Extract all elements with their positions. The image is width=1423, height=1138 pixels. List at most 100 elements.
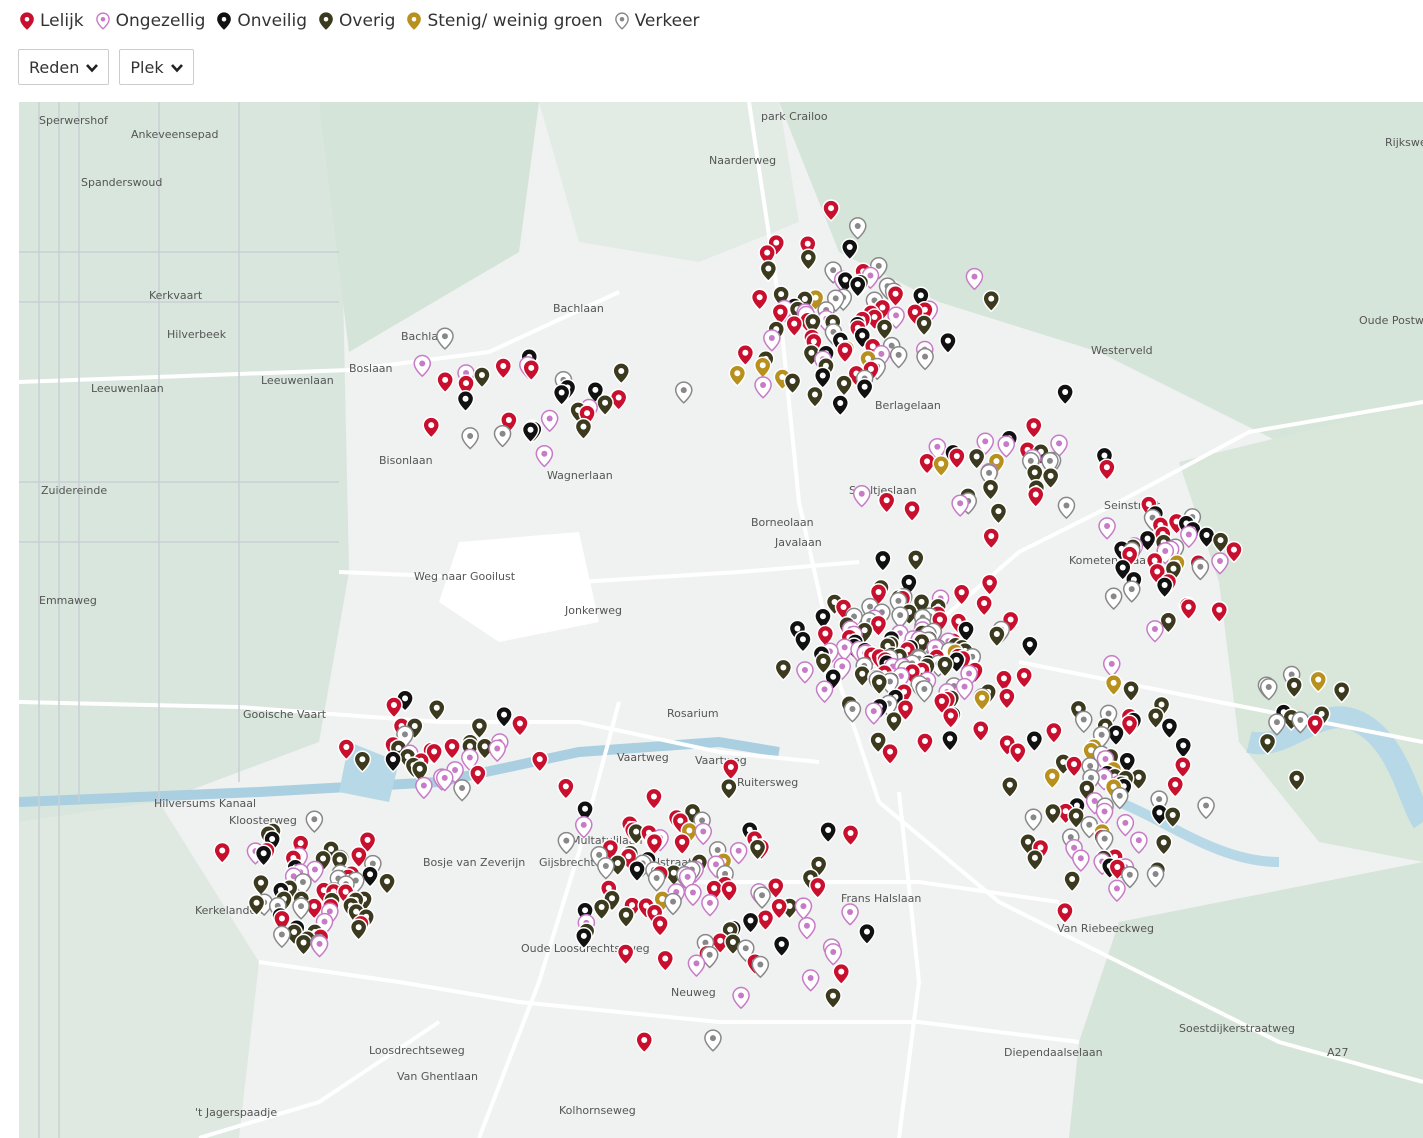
- map-marker[interactable]: [989, 502, 1008, 525]
- map-marker[interactable]: [1146, 706, 1165, 730]
- map-marker[interactable]: [1107, 724, 1125, 747]
- map-marker[interactable]: [1015, 666, 1033, 689]
- map-marker[interactable]: [1021, 635, 1039, 658]
- map-marker[interactable]: [759, 259, 778, 283]
- map-marker[interactable]: [982, 527, 1001, 550]
- map-marker[interactable]: [1056, 383, 1074, 406]
- map-marker[interactable]: [801, 969, 820, 992]
- map-marker[interactable]: [592, 898, 611, 921]
- map-marker[interactable]: [982, 289, 1001, 313]
- map-marker[interactable]: [1154, 833, 1173, 856]
- map-marker[interactable]: [955, 677, 974, 701]
- map-marker[interactable]: [694, 822, 713, 846]
- map-marker[interactable]: [720, 880, 738, 903]
- map-marker[interactable]: [928, 437, 947, 461]
- map-marker[interactable]: [511, 714, 529, 737]
- map-marker[interactable]: [724, 933, 742, 956]
- map-marker[interactable]: [858, 922, 876, 946]
- map-marker[interactable]: [687, 954, 706, 977]
- map-marker[interactable]: [1191, 557, 1210, 581]
- legend-item-0[interactable]: Lelijk: [20, 11, 84, 31]
- map-marker[interactable]: [885, 710, 903, 734]
- map-marker[interactable]: [848, 275, 867, 298]
- map-marker[interactable]: [939, 331, 957, 355]
- map-marker[interactable]: [213, 841, 232, 865]
- map-marker[interactable]: [1268, 713, 1286, 736]
- map-marker[interactable]: [664, 892, 682, 916]
- map-marker[interactable]: [808, 876, 827, 900]
- map-marker[interactable]: [1287, 769, 1306, 792]
- map-marker[interactable]: [1026, 848, 1044, 872]
- map-marker[interactable]: [916, 732, 934, 755]
- map-marker[interactable]: [720, 777, 738, 801]
- map-marker[interactable]: [1121, 865, 1139, 889]
- map-marker[interactable]: [576, 799, 594, 823]
- map-marker[interactable]: [1116, 814, 1135, 837]
- map-marker[interactable]: [1026, 485, 1045, 509]
- map-marker[interactable]: [981, 478, 1000, 501]
- map-marker[interactable]: [965, 267, 984, 291]
- map-marker[interactable]: [794, 630, 812, 653]
- map-marker[interactable]: [1104, 674, 1123, 697]
- legend-item-5[interactable]: Verkeer: [614, 11, 700, 31]
- map-marker[interactable]: [881, 742, 899, 766]
- plek-filter-button[interactable]: Plek: [119, 49, 194, 85]
- map-marker[interactable]: [903, 499, 921, 523]
- map-marker[interactable]: [535, 444, 554, 468]
- map-marker[interactable]: [1258, 732, 1277, 756]
- map-marker[interactable]: [1163, 806, 1182, 829]
- map-marker[interactable]: [522, 359, 541, 382]
- map-marker[interactable]: [574, 417, 593, 441]
- map-marker[interactable]: [841, 903, 859, 926]
- map-marker[interactable]: [473, 366, 491, 389]
- map-marker[interactable]: [711, 931, 730, 955]
- map-marker[interactable]: [674, 381, 693, 404]
- map-marker[interactable]: [616, 943, 635, 966]
- map-marker[interactable]: [848, 217, 867, 240]
- map-marker[interactable]: [1063, 870, 1081, 893]
- reden-filter-button[interactable]: Reden: [18, 49, 110, 85]
- map-marker[interactable]: [840, 238, 859, 261]
- map-svg[interactable]: SperwershofAnkeveensepadSpanderswoudKerk…: [19, 102, 1423, 1138]
- map-marker[interactable]: [815, 680, 834, 703]
- map-marker[interactable]: [305, 810, 324, 833]
- map-marker[interactable]: [906, 549, 925, 572]
- map-marker[interactable]: [1043, 767, 1062, 790]
- map-marker[interactable]: [597, 857, 615, 880]
- map-marker[interactable]: [384, 750, 402, 773]
- map-marker[interactable]: [521, 420, 540, 444]
- map-marker[interactable]: [488, 739, 507, 763]
- map-marker[interactable]: [1104, 587, 1123, 610]
- map-marker[interactable]: [427, 698, 446, 722]
- map-marker[interactable]: [798, 916, 816, 940]
- map-marker[interactable]: [557, 831, 576, 855]
- map-marker[interactable]: [869, 614, 888, 638]
- map-marker[interactable]: [971, 719, 990, 743]
- map-marker[interactable]: [656, 949, 675, 973]
- map-marker[interactable]: [700, 945, 719, 969]
- map-marker[interactable]: [748, 838, 767, 861]
- map-marker[interactable]: [385, 696, 403, 719]
- map-marker[interactable]: [247, 893, 266, 917]
- map-marker[interactable]: [916, 347, 934, 371]
- map-marker[interactable]: [294, 933, 313, 957]
- map-marker[interactable]: [1108, 879, 1126, 903]
- map-marker[interactable]: [252, 873, 270, 897]
- map-marker[interactable]: [436, 371, 454, 394]
- map-marker[interactable]: [1024, 416, 1043, 440]
- map-marker[interactable]: [1332, 680, 1351, 704]
- map-marker[interactable]: [1072, 849, 1090, 872]
- map-marker[interactable]: [1225, 540, 1243, 564]
- map-marker[interactable]: [785, 314, 804, 338]
- map-marker[interactable]: [753, 886, 771, 909]
- map-marker[interactable]: [973, 688, 991, 712]
- map-marker[interactable]: [1150, 803, 1169, 827]
- map-marker[interactable]: [647, 869, 666, 892]
- map-marker[interactable]: [799, 248, 818, 271]
- map-marker[interactable]: [741, 911, 760, 935]
- map-marker[interactable]: [461, 427, 479, 450]
- map-marker[interactable]: [475, 737, 494, 760]
- map-marker[interactable]: [941, 729, 959, 753]
- map-marker[interactable]: [1197, 526, 1216, 549]
